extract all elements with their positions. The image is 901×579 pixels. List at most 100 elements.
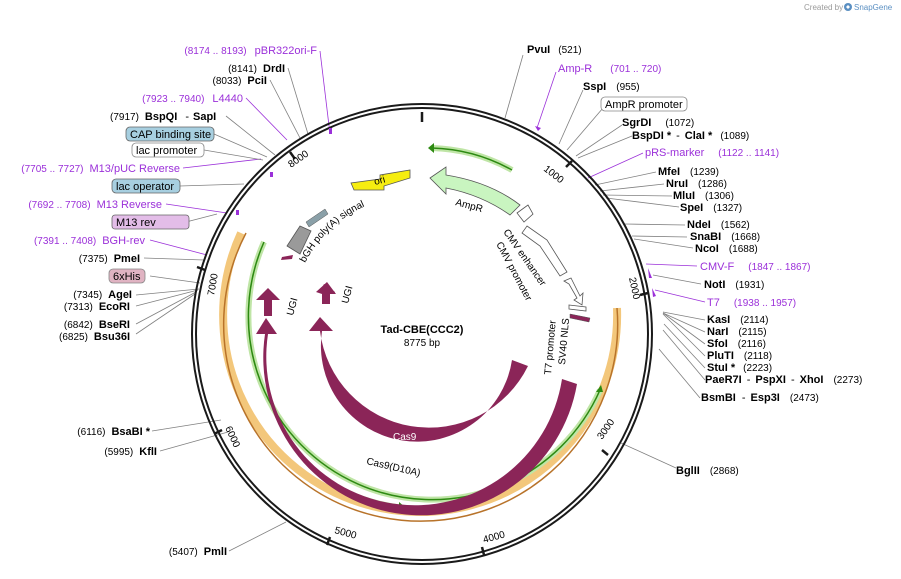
ugi-label-1: UGI [285,297,300,317]
site-stui[interactable]: StuI *(2223) [707,362,772,374]
tick-label-2000: 2000 [626,276,641,300]
ampr-arrow [429,166,521,216]
ori-arrow [350,169,411,191]
m13rev-feature-label[interactable]: M13 rev [111,214,190,230]
ugi-arrow-2 [316,282,336,304]
site-pmli[interactable]: (5407)PmlI [169,546,227,558]
tick-label-4000: 4000 [482,529,507,545]
cap-binding-site-feature-label[interactable]: CAP binding site [125,126,215,142]
tick-3000 [601,449,609,456]
ugi-label-2: UGI [340,285,355,305]
site-snabi[interactable]: SnaBI(1668) [690,231,760,243]
tick-label-1000: 1000 [541,164,566,187]
site-mlui[interactable]: MluI(1306) [673,190,734,202]
lac-operator-feature-label[interactable]: lac operator [111,178,181,194]
site-noti[interactable]: NotI(1931) [704,279,764,291]
primer-m13-reverse[interactable]: (7692 .. 7708)M13 Reverse [28,199,162,211]
tick-marks [196,112,649,556]
site-sfoi[interactable]: SfoI(2116) [707,338,766,350]
site-kasi[interactable]: KasI(2114) [707,314,768,326]
bgh-polya-arrow [286,225,312,255]
sv40-nls-arrow [569,313,591,323]
bgh-small-marker [281,255,293,260]
primer-prs-marker[interactable]: pRS-marker(1122 .. 1141) [645,147,779,159]
site-ncoi[interactable]: NcoI(1688) [695,243,758,255]
snapgene-logo-icon [844,3,852,11]
site-bsu36i[interactable]: (6825)Bsu36I [59,331,130,343]
primer-pbr322ori-f[interactable]: (8174 .. 8193)pBR322ori-F [184,45,317,57]
tick-label-3000: 3000 [595,417,617,442]
pbr322-primer-marker [329,128,332,134]
backbone-markers [236,126,656,297]
site-bsabi[interactable]: (6116)BsaBI * [77,426,150,438]
site-bspqi-sapi[interactable]: (7917)BspQI-SapI [110,111,216,123]
ampr-orf-highlight [431,145,514,173]
primer-m13-puc-reverse[interactable]: (7705 .. 7727)M13/pUC Reverse [21,163,180,175]
ampr-promoter-feature-label[interactable]: AmpR promoter [600,96,688,112]
primer-cmvf[interactable]: CMV-F(1847 .. 1867) [700,261,811,273]
tick-label-8000: 8000 [286,148,311,170]
t7-primer-marker [652,288,656,297]
ampr-label: AmpR [454,197,484,215]
credit-prefix: Created by [804,3,843,12]
right-labels: PvuI(521) Amp-R(701 .. 720) SspI(955) Am… [527,44,862,477]
ampr-primer-marker [535,126,541,131]
lac-promoter-feature-label[interactable]: lac promoter [131,142,205,158]
ampr-promoter-label: AmpR promoter [605,99,683,111]
site-spei[interactable]: SpeI(1327) [680,202,742,214]
sixhis-marker [305,208,329,228]
backbone-outer [191,103,653,565]
site-pcii[interactable]: (8033)PciI [213,75,267,87]
tick-label-7000: 7000 [206,272,221,296]
site-nrui[interactable]: NruI(1286) [666,178,727,190]
site-agei[interactable]: (7345)AgeI [73,289,132,301]
site-ndei[interactable]: NdeI(1562) [687,219,750,231]
tick-4000 [480,546,486,556]
ampr-promoter-arrow [516,204,534,223]
cmvf-primer-marker [648,268,652,278]
sv40-nls-label: SV40 NLS [557,317,572,365]
primer-t7[interactable]: T7(1938 .. 1957) [707,297,796,309]
site-pmei[interactable]: (7375)PmeI [79,253,140,265]
cas9-region-outline [222,232,619,522]
m13rev-primer-marker [236,210,239,215]
tick-7000 [196,265,206,272]
site-bspdi-clai[interactable]: BspDI *-ClaI *(1089) [632,130,749,142]
site-bglii[interactable]: BglII(2868) [676,465,739,477]
cas9d10a-orf [247,241,601,501]
site-sspi[interactable]: SspI(955) [583,81,640,93]
primer-l4440[interactable]: (7923 .. 7940)L4440 [142,93,243,105]
site-sgrdi[interactable]: SgrDI(1072) [622,117,694,129]
primer-ampr[interactable]: Amp-R(701 .. 720) [558,63,661,75]
site-ecori[interactable]: (7313)EcoRI [64,301,130,313]
leader-lines [135,50,706,552]
credit-brand: SnapGene [854,3,893,12]
plasmid-size: 8775 bp [404,338,441,349]
site-bseri[interactable]: (6842)BseRI [64,319,130,331]
m13puc-primer-marker [270,172,273,177]
cap-binding-site-label: CAP binding site [130,129,211,141]
ugi-arrow-1 [256,288,280,316]
ori-label: ori [373,174,387,188]
tick-2000 [639,291,649,297]
sixhis-feature-label[interactable]: 6xHis [108,268,146,284]
snapgene-credit: Created by SnapGene [804,3,893,12]
site-mfei[interactable]: MfeI(1239) [658,166,719,178]
ampr-orf-arrowhead [428,143,434,153]
site-bsmbi-esp3i[interactable]: BsmBI-Esp3I(2473) [701,392,819,404]
lac-operator-label: lac operator [116,181,174,193]
cmv-enhancer-arrow [521,225,568,277]
site-pluti[interactable]: PluTI(2118) [707,350,772,362]
tick-label-5000: 5000 [333,525,358,541]
site-drdi[interactable]: (8141)DrdI [228,63,285,75]
site-nari[interactable]: NarI(2115) [707,326,767,338]
site-paer7i-pspxi-xhoi[interactable]: PaeR7I-PspXI-XhoI(2273) [705,374,862,386]
cas9d10a-orf-arrowhead [596,385,603,392]
site-pvui[interactable]: PvuI(521) [527,44,582,56]
cas9-label: Cas9 [393,432,417,443]
center-title: Tad-CBE(CCC2) 8775 bp [381,324,464,349]
ampr-orf [431,147,513,171]
site-kfli[interactable]: (5995)KflI [104,446,157,458]
primer-bgh-rev[interactable]: (7391 .. 7408)BGH-rev [34,235,146,247]
